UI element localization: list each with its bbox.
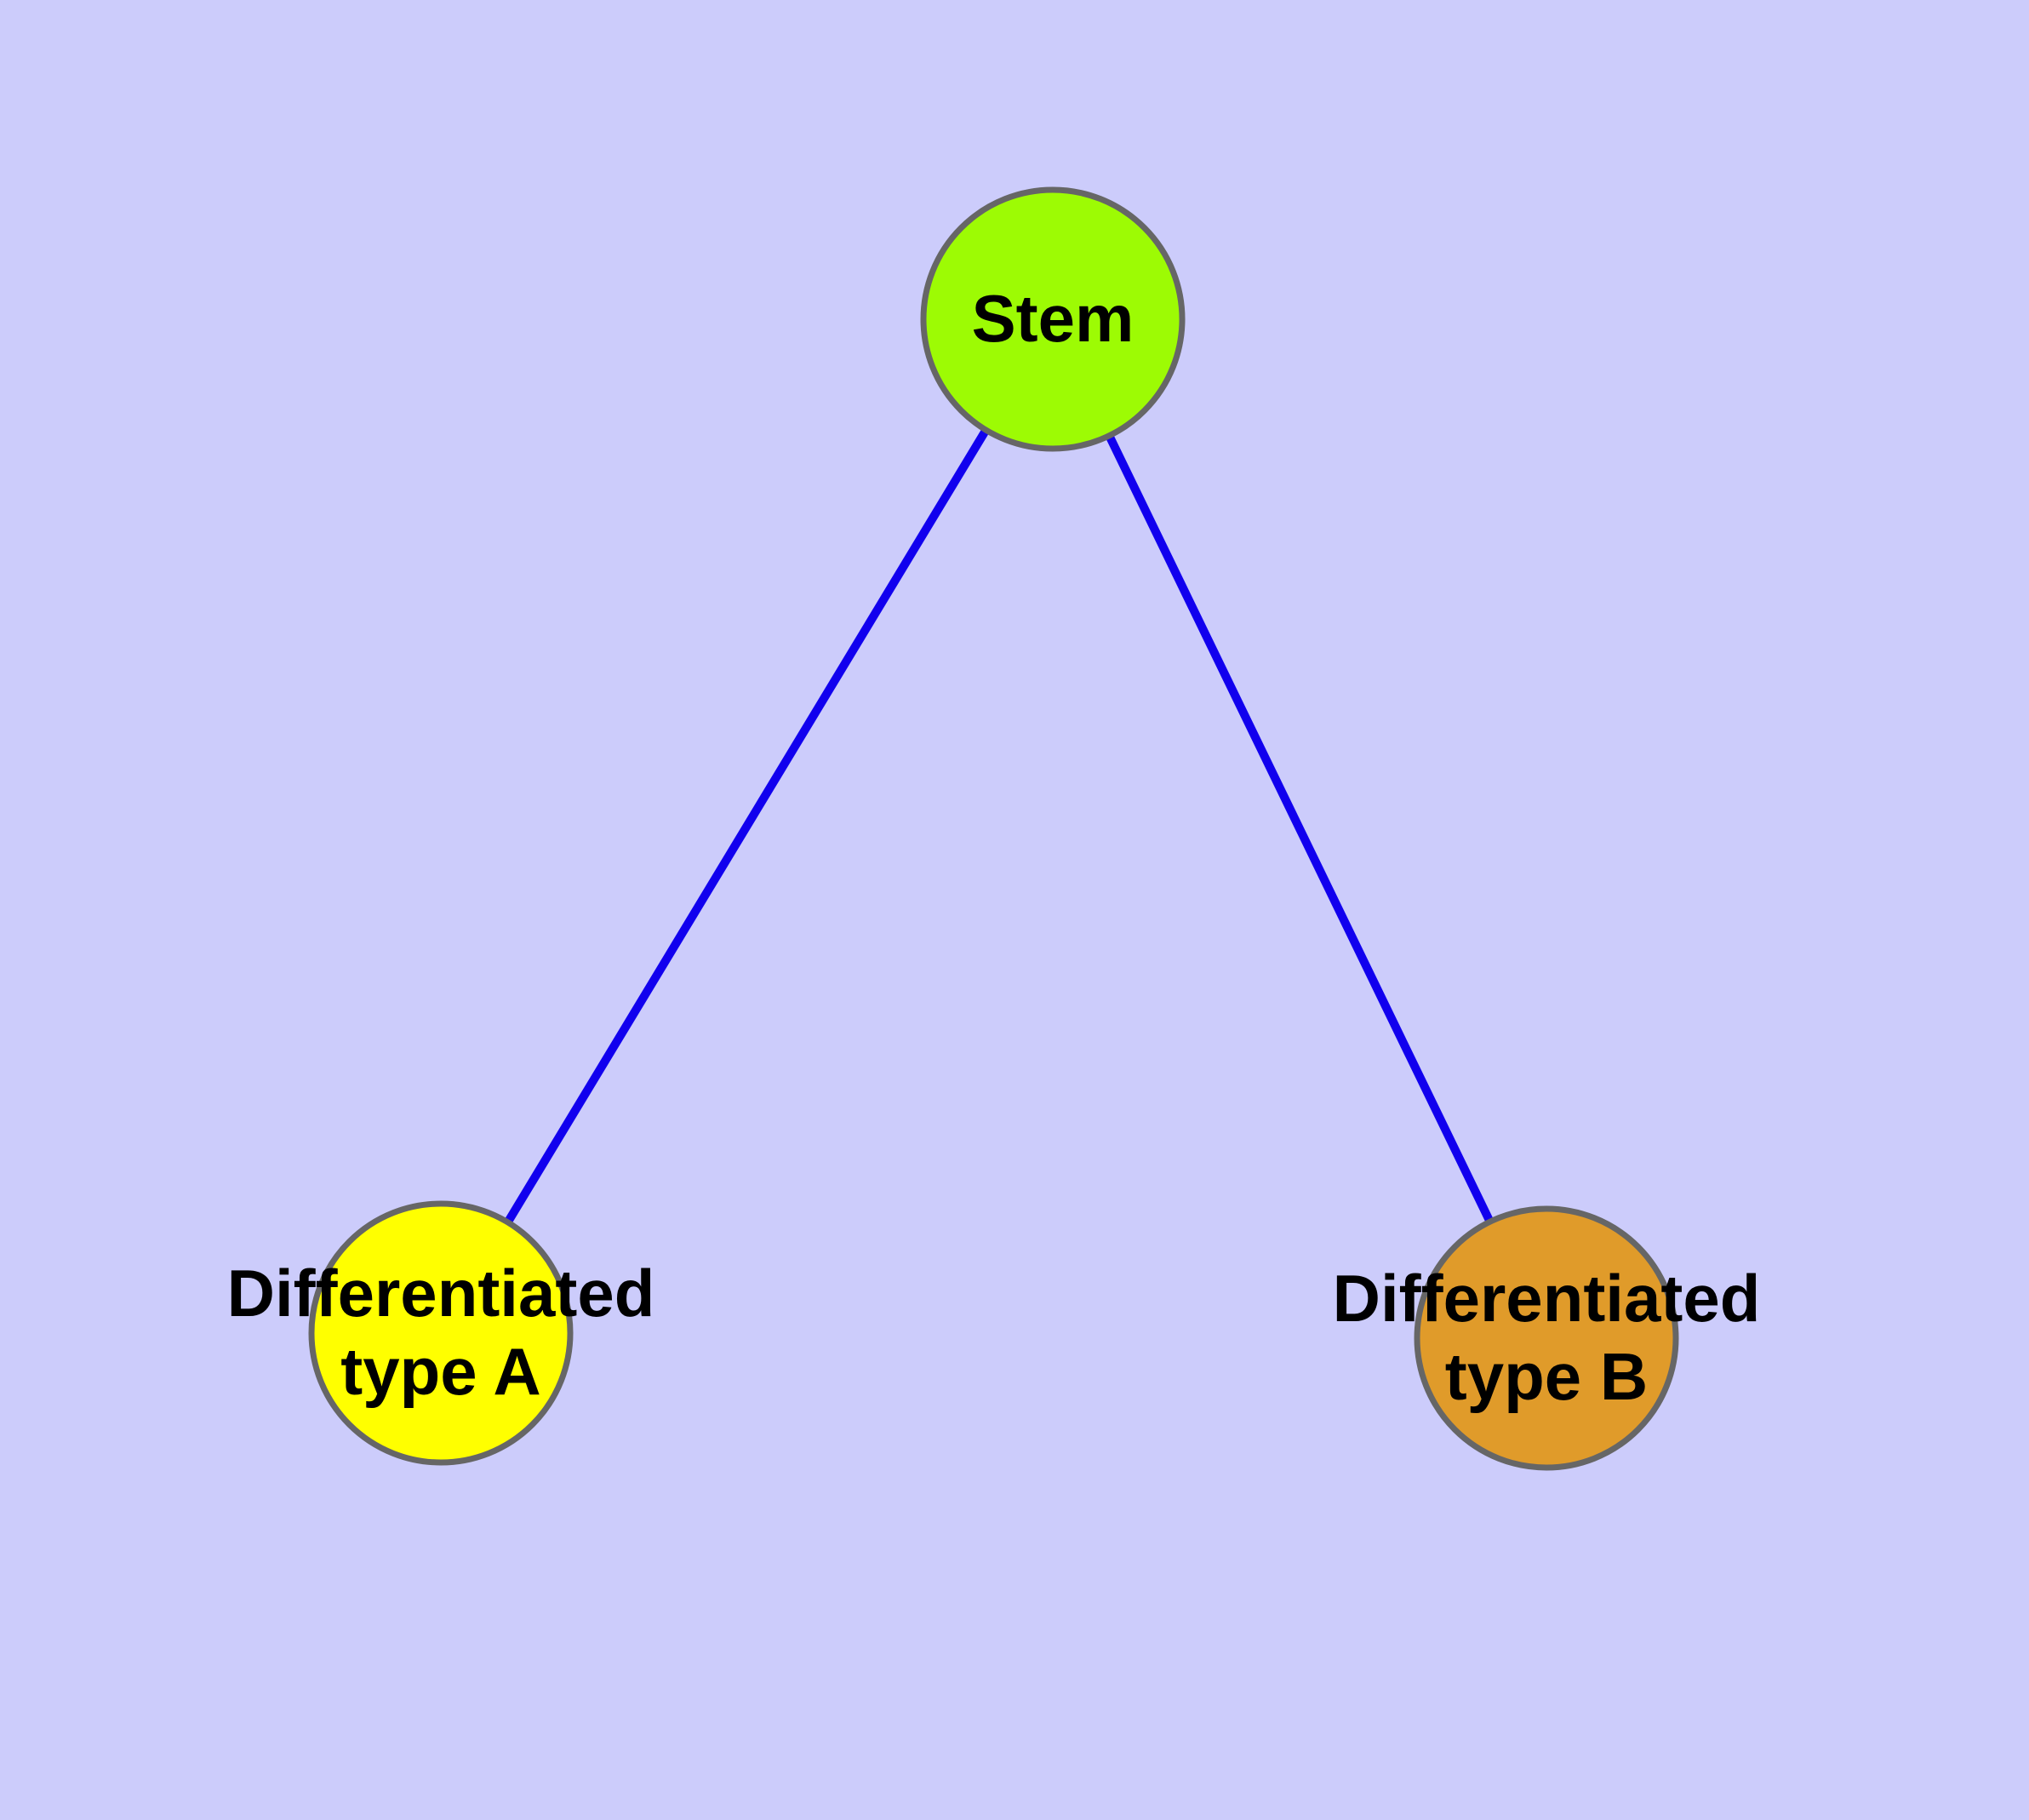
graph-node-label-line: Stem (972, 281, 1135, 356)
graph-node-diff_a[interactable] (308, 1200, 574, 1466)
graph-node-label-line: type A (340, 1334, 541, 1409)
graph-edge[interactable] (1049, 317, 1551, 1341)
graph-node-diff_b[interactable] (1414, 1205, 1679, 1471)
graph-edge[interactable] (437, 317, 1057, 1336)
nodes-layer (308, 186, 1679, 1471)
graph-node-label-line: Differentiated (1333, 1261, 1761, 1336)
graph-node-label-stem: Stem (972, 281, 1135, 356)
graph-node-label-line: type B (1445, 1339, 1648, 1414)
edges-layer (437, 317, 1551, 1341)
graph-node-stem[interactable] (920, 186, 1186, 452)
graph-node-label-line: Differentiated (227, 1256, 655, 1331)
